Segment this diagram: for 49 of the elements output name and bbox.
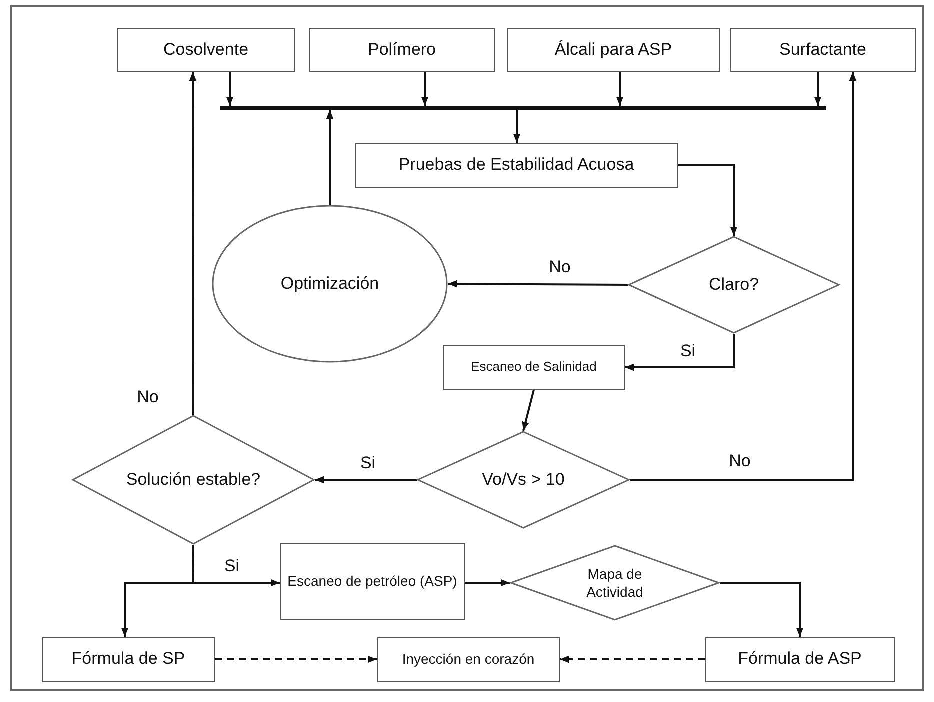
arrow [421,72,429,106]
arrow [678,164,738,236]
process-box [42,637,215,682]
process-box [309,28,495,72]
node-label: Solución estable? [126,468,261,491]
decision-diamond [510,545,720,621]
arrow [560,656,705,664]
arrow [226,72,234,106]
arrow [465,579,510,587]
process-box [355,143,678,188]
node-label: Claro? [708,274,760,296]
arrow [616,72,624,106]
node-label: Mapa de Actividad [586,564,644,602]
arrow [630,72,857,481]
node-label: Álcali para ASP [554,38,672,61]
arrow [522,390,535,432]
node-label: Escaneo de petróleo (ASP) [288,572,458,591]
arrow [215,656,377,664]
process-box [507,28,720,72]
junction-bar [220,106,826,110]
process-box [280,543,465,620]
process-box [730,28,916,72]
process-box [377,637,560,682]
arrow [326,110,334,205]
node-label: Fórmula de SP [72,648,186,670]
node-label: Optimización [280,272,380,295]
process-box [117,28,295,72]
arrow [720,582,804,637]
decision-diamond [628,236,840,334]
arrow [814,72,822,106]
decision-diamond [72,415,315,545]
node-label: Vo/Vs > 10 [482,468,565,491]
node-label: Inyección en corazón [402,650,535,669]
arrow [625,334,735,372]
node-label: Escaneo de Salinidad [471,359,597,376]
node-label: Fórmula de ASP [738,648,862,670]
process-box [705,637,895,682]
node-label: Cosolvente [163,38,249,61]
arrow [189,72,197,415]
arrow [315,476,417,484]
arrow [513,110,521,143]
node-label: Pruebas de Estabilidad Acuosa [398,154,634,176]
decision-diamond [417,431,630,529]
arrow [121,544,194,637]
node-label: Polímero [368,38,436,61]
node-label: Surfactante [780,38,866,61]
process-box [443,345,625,390]
process-ellipse [212,205,448,363]
arrow [448,280,628,288]
